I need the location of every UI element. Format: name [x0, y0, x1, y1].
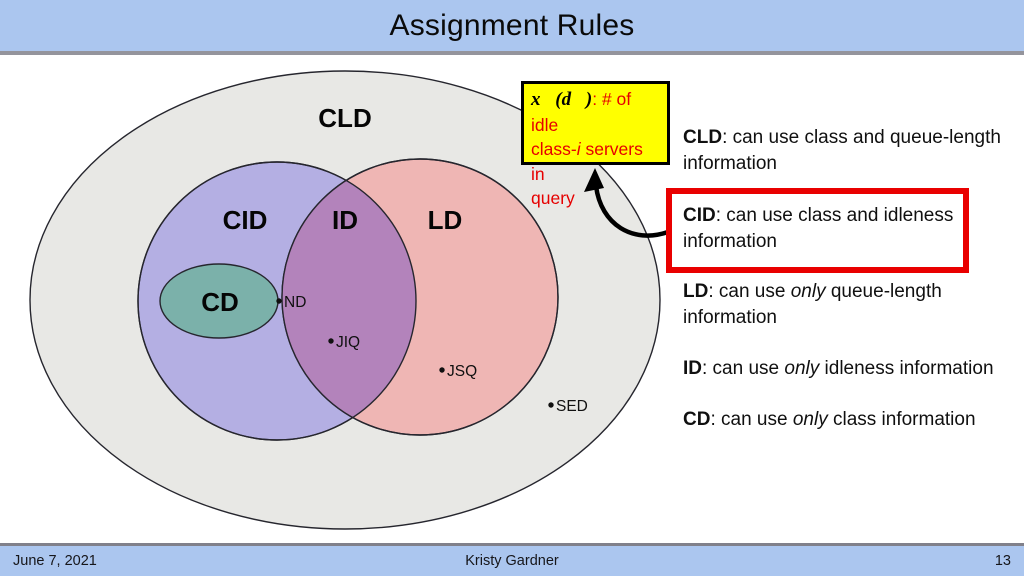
definition-text: : can use class and queue-length informa… [683, 127, 1001, 174]
callout-italic-i: i [576, 139, 581, 159]
cid-highlight-box [666, 188, 969, 273]
definition-term: CD [683, 409, 711, 430]
slide-header: Assignment Rules [0, 0, 1024, 55]
point-dot [328, 338, 334, 344]
policy-point-sed: SED [548, 398, 588, 415]
region-label-id: ID [332, 205, 358, 235]
definition-emphasis: only [790, 281, 826, 302]
overlap-region-id [282, 162, 416, 435]
definition-text: : can use [708, 281, 791, 302]
definition-cd: CD: can use only class information [683, 407, 1023, 433]
definition-emphasis: only [784, 358, 820, 379]
callout-text: servers in [531, 139, 643, 184]
definition-id: ID: can use only idleness information [683, 356, 1023, 382]
point-dot [548, 402, 554, 408]
point-dot [439, 367, 445, 373]
policy-point-jiq: JIQ [328, 334, 360, 351]
definition-term: ID [683, 358, 702, 379]
definition-text: : can use class and idleness information [683, 205, 954, 252]
definition-term: CID [683, 205, 716, 226]
policy-point-nd: ND [276, 294, 306, 311]
slide-title: Assignment Rules [389, 8, 635, 42]
definition-text: : can use [702, 358, 785, 379]
footer-page-number: 13 [994, 553, 1011, 569]
callout-text: : # of idle [531, 89, 632, 135]
definition-text: : can use [710, 409, 793, 430]
vector-math: x⃗(d⃗) [531, 89, 593, 110]
point-label: JIQ [336, 334, 360, 351]
arrow-head [584, 168, 604, 192]
definition-emphasis: only [792, 409, 828, 430]
arrow-curve [593, 185, 669, 238]
definition-text: idleness information [819, 358, 994, 379]
slide-footer: June 7, 2021 Kristy Gardner 13 [0, 543, 1024, 576]
left-circle-outline [137, 161, 417, 441]
point-dot [276, 298, 282, 304]
definition-text: class information [827, 409, 976, 430]
definition-cid: CID: can use class and idleness informat… [683, 203, 1001, 254]
definition-term: CLD [683, 127, 723, 148]
policy-point-jsq: JSQ [439, 363, 477, 380]
region-label-cld: CLD [318, 103, 371, 133]
footer-author: Kristy Gardner [465, 553, 559, 569]
cid-to-callout-arrow [584, 168, 669, 238]
point-label: JSQ [447, 363, 477, 380]
footer-date: June 7, 2021 [13, 553, 97, 569]
point-label: ND [284, 294, 306, 311]
definition-text: queue-length information [683, 281, 942, 328]
definition-term: LD [683, 281, 709, 302]
region-label-ld: LD [428, 205, 463, 235]
idle-servers-callout: x⃗(d⃗): # of idle class-i servers in que… [521, 81, 670, 208]
region-label-cd: CD [201, 287, 239, 317]
callout-line-3: query [531, 188, 575, 208]
callout-line-2: class-i servers in [531, 137, 660, 186]
point-label: SED [556, 398, 588, 415]
callout-text: class- [531, 139, 577, 159]
definition-ld: LD: can use only queue-length informatio… [683, 279, 1001, 330]
right-circle-outline [281, 158, 559, 436]
callout-line-1: x⃗(d⃗): # of idle [531, 87, 660, 137]
definition-cld: CLD: can use class and queue-length info… [683, 125, 1001, 176]
region-label-cid: CID [223, 205, 268, 235]
